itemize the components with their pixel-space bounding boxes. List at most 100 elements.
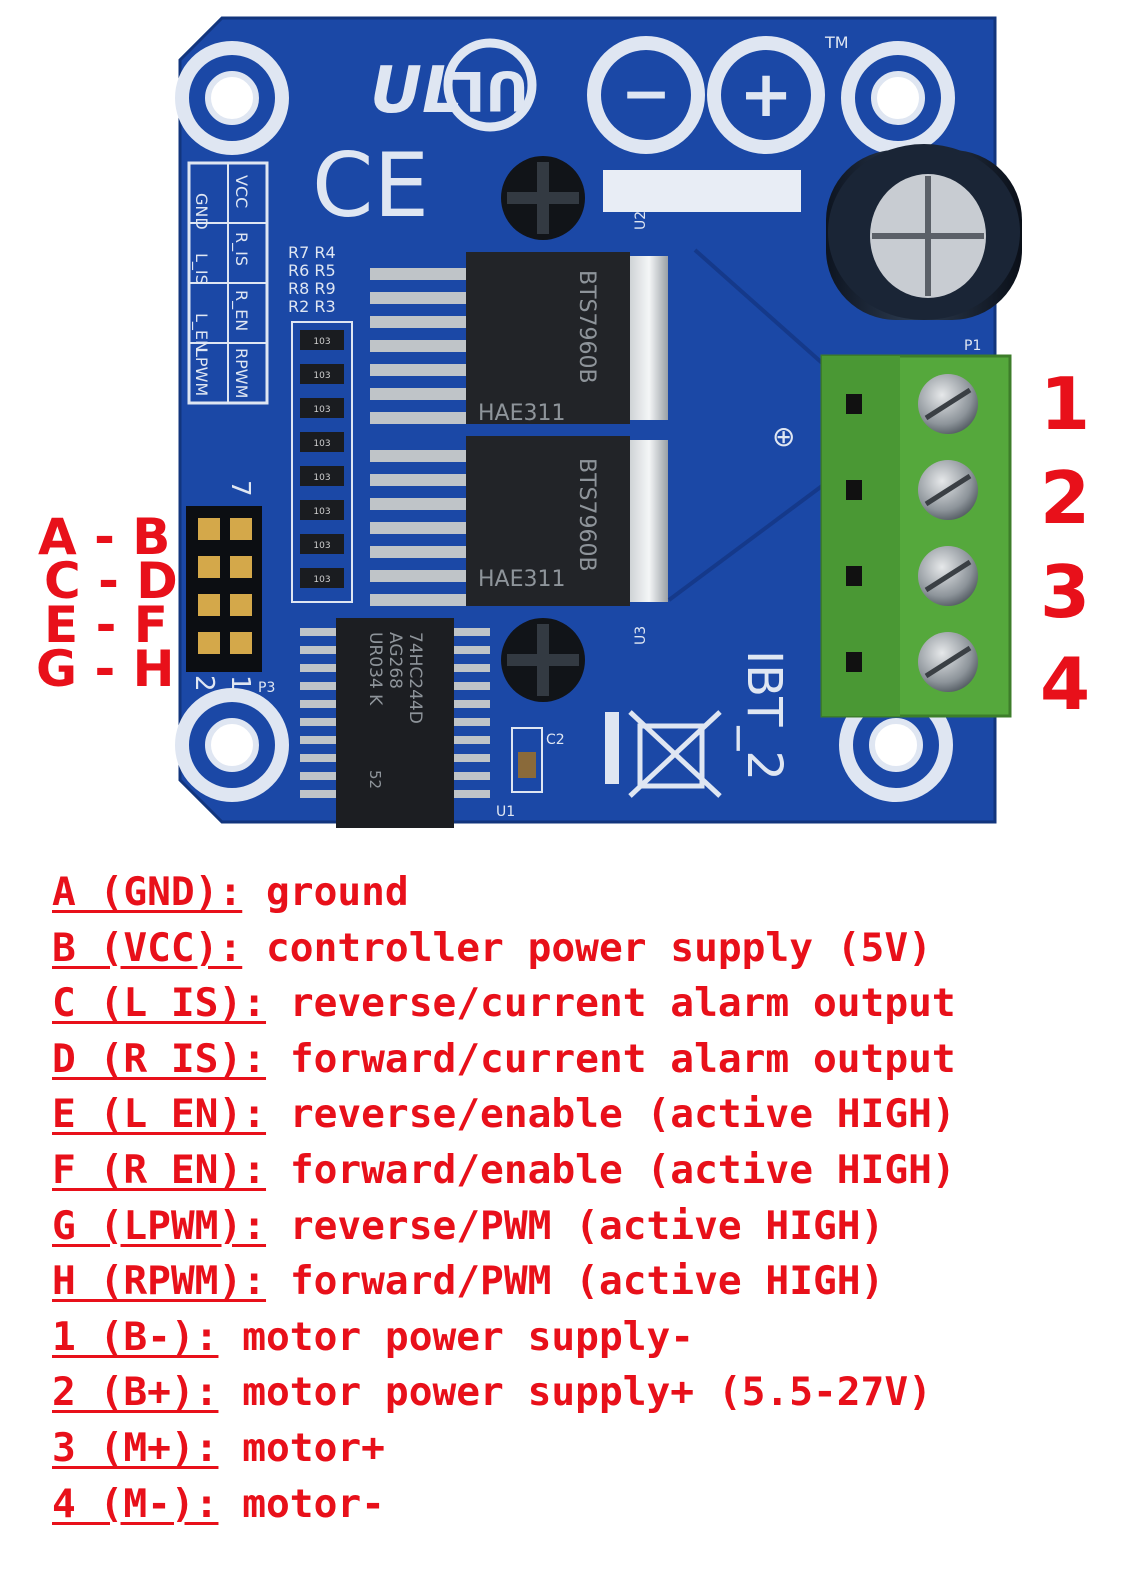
ul-logo: UL UL bbox=[370, 38, 537, 132]
legend-key: D (R IS): bbox=[52, 1035, 267, 1082]
svg-text:U3: U3 bbox=[633, 626, 649, 645]
legend-description: forward/enable (active HIGH) bbox=[289, 1146, 956, 1193]
legend-row: A (GND): ground bbox=[52, 866, 956, 922]
legend-row: G (LPWM): reverse/PWM (active HIGH) bbox=[52, 1200, 956, 1256]
svg-text:R7 R4: R7 R4 bbox=[288, 243, 336, 262]
legend-key: 4 (M-): bbox=[52, 1480, 219, 1527]
svg-text:52: 52 bbox=[366, 770, 384, 789]
legend-key: 1 (B-): bbox=[52, 1313, 219, 1360]
svg-text:103: 103 bbox=[313, 371, 330, 381]
pin-number-7: 7 bbox=[225, 480, 255, 497]
header-pin-label-gh: G - H bbox=[36, 640, 175, 698]
legend-row: B (VCC): controller power supply (5V) bbox=[52, 922, 956, 978]
terminal-number-1: 1 bbox=[1040, 362, 1091, 446]
electrolytic-capacitor bbox=[826, 144, 1022, 320]
svg-text:BTS7960B: BTS7960B bbox=[574, 458, 599, 572]
board-name: IBT_2 bbox=[736, 650, 792, 781]
header-pin-label-cd: C - D bbox=[44, 552, 178, 610]
legend-key: E (L EN): bbox=[52, 1091, 267, 1138]
legend-row: E (L EN): reverse/enable (active HIGH) bbox=[52, 1088, 956, 1144]
svg-text:BTS7960B: BTS7960B bbox=[574, 270, 599, 384]
pin-number-1: 1 bbox=[225, 675, 255, 692]
legend-description: motor- bbox=[242, 1480, 385, 1527]
svg-text:UR034 K: UR034 K bbox=[365, 632, 385, 706]
svg-text:HAE311: HAE311 bbox=[478, 401, 565, 426]
svg-text:HAE311: HAE311 bbox=[478, 567, 565, 592]
svg-text:P3: P3 bbox=[258, 680, 275, 696]
legend-description: ground bbox=[266, 869, 409, 915]
legend-row: 2 (B+): motor power supply+ (5.5-27V) bbox=[52, 1366, 956, 1422]
legend-description: reverse/current alarm output bbox=[289, 980, 956, 1027]
legend-description: controller power supply (5V) bbox=[266, 924, 932, 971]
terminal-screw-1 bbox=[918, 374, 978, 434]
terminal-screw-4 bbox=[918, 632, 978, 692]
terminal-screw-2 bbox=[918, 460, 978, 520]
pin-number-2: 2 bbox=[189, 675, 219, 692]
svg-text:U2: U2 bbox=[633, 211, 649, 230]
svg-text:+: + bbox=[739, 58, 793, 132]
svg-text:LPWM: LPWM bbox=[192, 348, 211, 396]
svg-text:103: 103 bbox=[313, 541, 330, 551]
legend-key: 3 (M+): bbox=[52, 1424, 219, 1471]
terminal-number-2: 2 bbox=[1040, 456, 1091, 540]
legend-key: B (VCC): bbox=[52, 924, 243, 971]
legend-key: A (GND): bbox=[52, 869, 243, 915]
legend-row: F (R EN): forward/enable (active HIGH) bbox=[52, 1144, 956, 1200]
svg-text:74HC244D: 74HC244D bbox=[405, 632, 425, 724]
legend-row: 4 (M-): motor- bbox=[52, 1478, 956, 1534]
svg-text:R6 R5: R6 R5 bbox=[288, 261, 336, 280]
weee-symbol bbox=[605, 710, 722, 798]
legend-description: motor+ bbox=[242, 1424, 385, 1471]
svg-text:−: − bbox=[621, 59, 671, 129]
svg-text:103: 103 bbox=[313, 507, 330, 517]
pin-header: P3 bbox=[186, 506, 275, 696]
legend-description: reverse/enable (active HIGH) bbox=[289, 1091, 956, 1138]
svg-text:103: 103 bbox=[313, 439, 330, 449]
svg-text:R_EN: R_EN bbox=[231, 290, 251, 331]
legend-key: H (RPWM): bbox=[52, 1258, 267, 1305]
terminal-block: P1 bbox=[820, 338, 1012, 718]
screw-bottom bbox=[501, 618, 585, 702]
svg-text:R_IS: R_IS bbox=[231, 232, 251, 266]
screw-top bbox=[501, 156, 585, 240]
terminal-number-3: 3 bbox=[1040, 550, 1091, 634]
terminal-number-4: 4 bbox=[1040, 642, 1091, 726]
legend-key: G (LPWM): bbox=[52, 1202, 267, 1249]
terminal-screw-3 bbox=[918, 546, 978, 606]
capacitor-c2: C2 bbox=[511, 727, 565, 793]
driver-chip-u2: BTS7960B HAE311 U2 bbox=[466, 211, 668, 426]
mounting-hole-bottom-left bbox=[175, 688, 289, 802]
ce-mark: CE bbox=[312, 134, 429, 237]
legend-row: C (L IS): reverse/current alarm output bbox=[52, 977, 956, 1033]
legend-key: F (R EN): bbox=[52, 1146, 267, 1193]
logic-chip-u1: 74HC244D AG268 UR034 K 52 U1 bbox=[300, 618, 515, 828]
svg-text:C2: C2 bbox=[546, 732, 565, 748]
svg-text:103: 103 bbox=[313, 405, 330, 415]
legend-description: motor power supply- bbox=[242, 1313, 695, 1360]
svg-text:L_EN: L_EN bbox=[191, 313, 211, 352]
pin-silkscreen-table: GND L_IS L_EN LPWM VCC R_IS R_EN RPWM bbox=[187, 161, 269, 405]
arduino-logo: − + TM bbox=[587, 33, 849, 154]
header-pin-label-ef: E - F bbox=[44, 596, 168, 654]
svg-text:GND: GND bbox=[192, 193, 211, 230]
legend-key: 2 (B+): bbox=[52, 1369, 219, 1416]
svg-text:TM: TM bbox=[824, 33, 849, 52]
svg-text:103: 103 bbox=[313, 337, 330, 347]
legend-description: motor power supply+ (5.5-27V) bbox=[242, 1369, 932, 1416]
legend-row: 1 (B-): motor power supply- bbox=[52, 1311, 956, 1367]
header-pin-label-ab: A - B bbox=[38, 508, 171, 566]
svg-text:103: 103 bbox=[313, 575, 330, 585]
legend-row: D (R IS): forward/current alarm output bbox=[52, 1033, 956, 1089]
legend-description: reverse/PWM (active HIGH) bbox=[289, 1202, 885, 1249]
chip-leads bbox=[370, 268, 466, 606]
svg-text:R2 R3: R2 R3 bbox=[288, 297, 336, 316]
mounting-hole-top-left bbox=[175, 41, 289, 155]
svg-text:103: 103 bbox=[313, 473, 330, 483]
legend-description: forward/current alarm output bbox=[289, 1035, 956, 1082]
ground-symbol: ⊕ bbox=[772, 420, 795, 453]
svg-text:RPWM: RPWM bbox=[232, 348, 251, 398]
svg-text:P1: P1 bbox=[964, 338, 981, 354]
resistor-array: 103 103 103 103 103 103 103 103 bbox=[291, 321, 353, 603]
